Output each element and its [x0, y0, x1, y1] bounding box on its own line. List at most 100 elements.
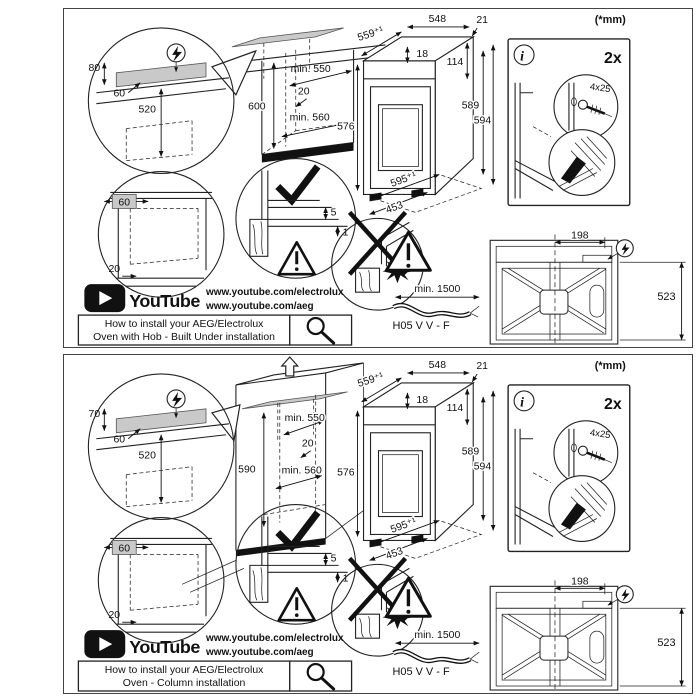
wall-detail-circle: 80 60 520: [87, 27, 235, 175]
screw-size: 4x25: [589, 427, 611, 441]
search-box: [77, 314, 291, 346]
youtube-footer: YouTube www.youtube.com/electrolux www.y…: [77, 630, 353, 692]
screw-size: 4x25: [589, 81, 611, 95]
info-glyph: i: [520, 49, 524, 64]
clearance-detail-circle: 5 1: [235, 504, 357, 625]
oven-drawing: 559⁺¹ 548 21 18 114 589 594 576 595⁺¹ 45…: [336, 12, 496, 218]
youtube-url-2: www.youtube.com/aeg: [205, 301, 314, 312]
corner-bottom: 20: [108, 264, 120, 275]
corner-top: 60: [118, 543, 130, 554]
youtube-url-1: www.youtube.com/electrolux: [205, 287, 344, 298]
info-icon: [513, 390, 535, 412]
oven-trim: 21: [476, 15, 488, 26]
hob-cutout: [231, 27, 344, 48]
cable-length: min. 1500: [414, 284, 460, 295]
search-icon: [306, 662, 336, 691]
info-box: i 2x 4x25: [507, 384, 631, 553]
niche-width: min. 560: [282, 466, 322, 477]
rear-width: 198: [571, 576, 589, 587]
search-line-1: How to install your AEG/Electrolux: [105, 665, 264, 676]
wall-side: 60: [113, 435, 125, 446]
search-line-1: How to install your AEG/Electrolux: [105, 319, 264, 330]
oven-front-height: 576: [337, 122, 355, 133]
niche-front-strip: [261, 142, 354, 163]
info-icon: [513, 44, 535, 66]
youtube-footer: YouTube www.youtube.com/electrolux www.y…: [77, 284, 353, 346]
search-icon: [306, 316, 336, 345]
corner-top: 60: [118, 197, 130, 208]
panel-column: (*mm) 590 min. 550 20 min.: [63, 354, 693, 694]
oven-front-height: 576: [337, 468, 355, 479]
oven-width: 559⁺¹: [356, 371, 385, 390]
power-cable: min. 1500 H05 V V - F: [392, 629, 480, 678]
wall-height: 520: [138, 105, 156, 116]
wall-detail-circle: 70 60 520: [87, 373, 235, 521]
rear-height: 523: [657, 291, 675, 303]
connection-zone: [241, 391, 348, 410]
hardware-qty: 2x: [604, 50, 622, 67]
niche-depth: min. 550: [291, 64, 331, 75]
niche-drawing: 600 min. 550 20 min. 560: [210, 27, 386, 163]
connection-zone: [115, 62, 207, 88]
gap-bottom: 1: [343, 573, 349, 584]
youtube-brand: YouTube: [129, 291, 200, 311]
info-box: i 2x 4x25: [507, 38, 631, 207]
niche-width: min. 560: [290, 113, 330, 124]
units-note: (*mm): [595, 14, 626, 26]
search-line-2: Oven - Column installation: [123, 678, 246, 689]
oven-width: 559⁺¹: [356, 25, 385, 44]
search-box: [77, 660, 291, 692]
youtube-url-1: www.youtube.com/electrolux: [205, 633, 344, 644]
niche-height: 590: [238, 465, 256, 476]
oven-height-a: 589: [462, 101, 480, 112]
corner-detail-circle: 60 20: [97, 516, 225, 644]
column-drawing: 590 min. 550 20 min. 560: [181, 356, 364, 593]
gap-top: 5: [331, 553, 337, 564]
hardware-qty: 2x: [604, 396, 622, 413]
wall-offset: 70: [89, 409, 101, 420]
wall-side: 60: [113, 89, 125, 100]
check-icon: [275, 164, 321, 206]
youtube-url-2: www.youtube.com/aeg: [205, 647, 314, 658]
warning-triangle: [384, 576, 432, 618]
units-note: (*mm): [595, 360, 626, 372]
oven-trim: 21: [476, 361, 488, 372]
oven-top-inset: 18: [416, 395, 428, 406]
niche-height: 600: [248, 102, 266, 113]
oven-top-depth: 548: [429, 14, 447, 25]
cable-length: min. 1500: [414, 630, 460, 641]
niche-rear-gap: 20: [298, 87, 310, 98]
screw-icon: [577, 99, 588, 110]
gap-top: 5: [331, 207, 337, 218]
cable-type: H05 V V - F: [392, 666, 450, 678]
oven-rear-top: 114: [447, 57, 464, 68]
niche-depth: min. 550: [285, 413, 325, 424]
callout-arrow: [210, 49, 257, 96]
worktop-wood: [249, 564, 269, 603]
rear-panel-drawing: 198 523: [489, 575, 686, 693]
corner-bottom: 20: [108, 610, 120, 621]
oven-height-b: 594: [474, 462, 492, 473]
oven-top-inset: 18: [416, 49, 428, 60]
connection-zone: [115, 408, 207, 434]
wall-height: 520: [138, 451, 156, 462]
corner-detail-circle: 60 20: [97, 170, 225, 298]
panel-built-under: (*mm) 600 min. 550: [63, 8, 693, 348]
rear-height: 523: [657, 637, 675, 649]
gap-bottom: 1: [343, 227, 349, 238]
info-glyph: i: [520, 395, 524, 410]
worktop-wood: [249, 218, 269, 257]
wall-offset: 80: [89, 63, 101, 74]
youtube-brand: YouTube: [129, 637, 200, 657]
oven-height-b: 594: [474, 116, 492, 127]
up-arrow-icon: [280, 356, 300, 377]
screw-icon: [577, 445, 588, 456]
oven-height-a: 589: [462, 447, 480, 458]
oven-rear-top: 114: [447, 403, 464, 414]
rear-panel-drawing: 198 523: [489, 229, 686, 347]
rear-width: 198: [571, 230, 589, 241]
warning-triangle: [384, 230, 432, 272]
clearance-detail-circle: 5 1: [235, 158, 357, 279]
cable-type: H05 V V - F: [392, 320, 450, 332]
